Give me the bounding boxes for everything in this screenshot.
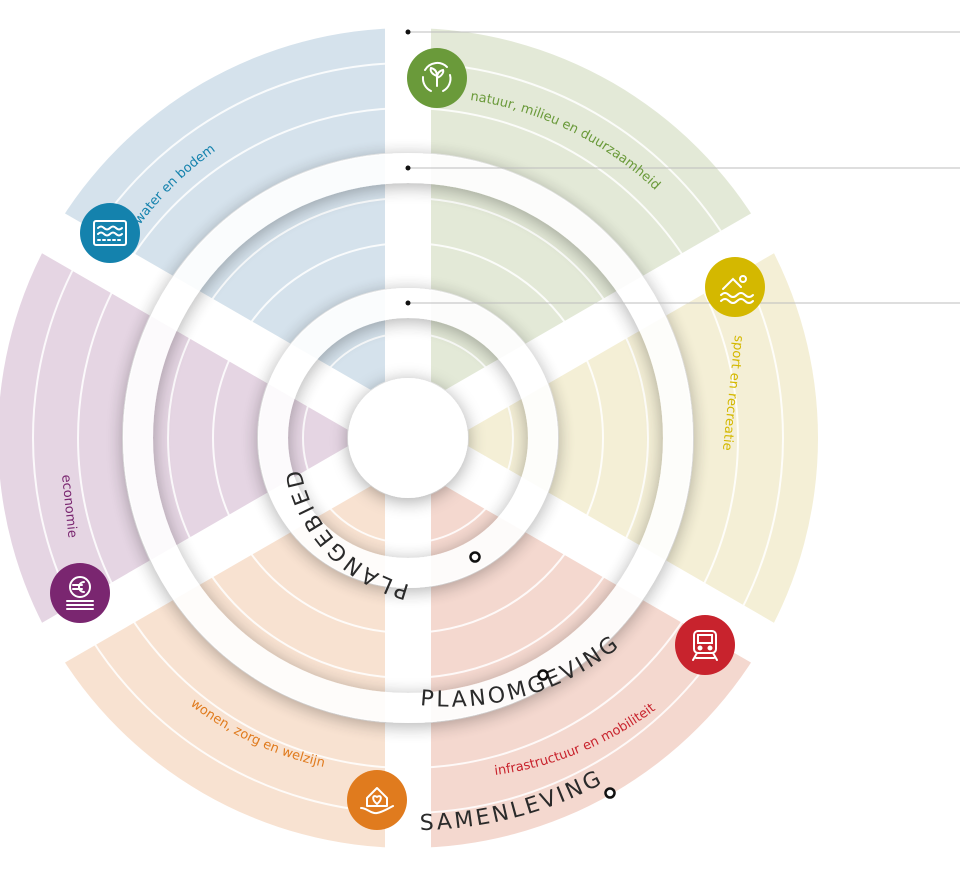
center-hub [348, 378, 468, 498]
sector-guide-arc [416, 564, 613, 679]
sector-wedge-sport [408, 233, 818, 643]
sector-gap-4 [32, 418, 420, 668]
sector-guide-arc [421, 636, 727, 814]
sector-guide-arc [89, 62, 395, 240]
ring-marker-samenleving [604, 787, 616, 799]
sector-guide-arc [416, 197, 613, 312]
sector-guide-arc [738, 261, 784, 615]
sector-guide-arc [76, 282, 118, 594]
sector-wedge-economie [0, 233, 408, 643]
sector-guide-arc [579, 345, 604, 531]
sector-guide-arc [241, 242, 402, 336]
sector-guide-arc [698, 282, 740, 594]
sector-gap-1 [396, 208, 784, 458]
swimmer-icon [705, 257, 765, 317]
ring-marker-planomgeving [537, 669, 549, 681]
plant-recycle-icon [407, 48, 467, 108]
sector-guide-arc [419, 107, 689, 264]
leader-dot-1 [405, 165, 411, 171]
sector-guide-arc [419, 612, 689, 769]
euro-coins-icon [50, 563, 110, 623]
sector-guide-arc [421, 62, 727, 240]
sector-guide-arc [414, 242, 575, 336]
leader-dot-0 [405, 29, 411, 35]
sector-gap-2 [396, 418, 784, 668]
sector-guide-arc [32, 261, 78, 615]
water-soil-icon [80, 203, 140, 263]
house-heart-hand-icon [347, 770, 407, 830]
sector-label-economie: economie [58, 474, 80, 539]
sector-guide-arc [414, 540, 575, 634]
leader-dot-2 [405, 300, 411, 306]
sector-guide-arc [619, 324, 649, 552]
sector-guide-arc [167, 324, 197, 552]
sector-guide-arc [127, 612, 397, 769]
sector-guide-arc [241, 540, 402, 634]
sector-guide-arc [203, 564, 400, 679]
sector-guide-arc [212, 345, 237, 531]
ring-marker-plangebied [469, 551, 481, 563]
sector-guide-arc [89, 636, 395, 814]
sector-guide-arc [127, 107, 397, 264]
train-icon [675, 615, 735, 675]
sector-guide-arc [203, 197, 400, 312]
sector-gap-5 [32, 208, 420, 458]
